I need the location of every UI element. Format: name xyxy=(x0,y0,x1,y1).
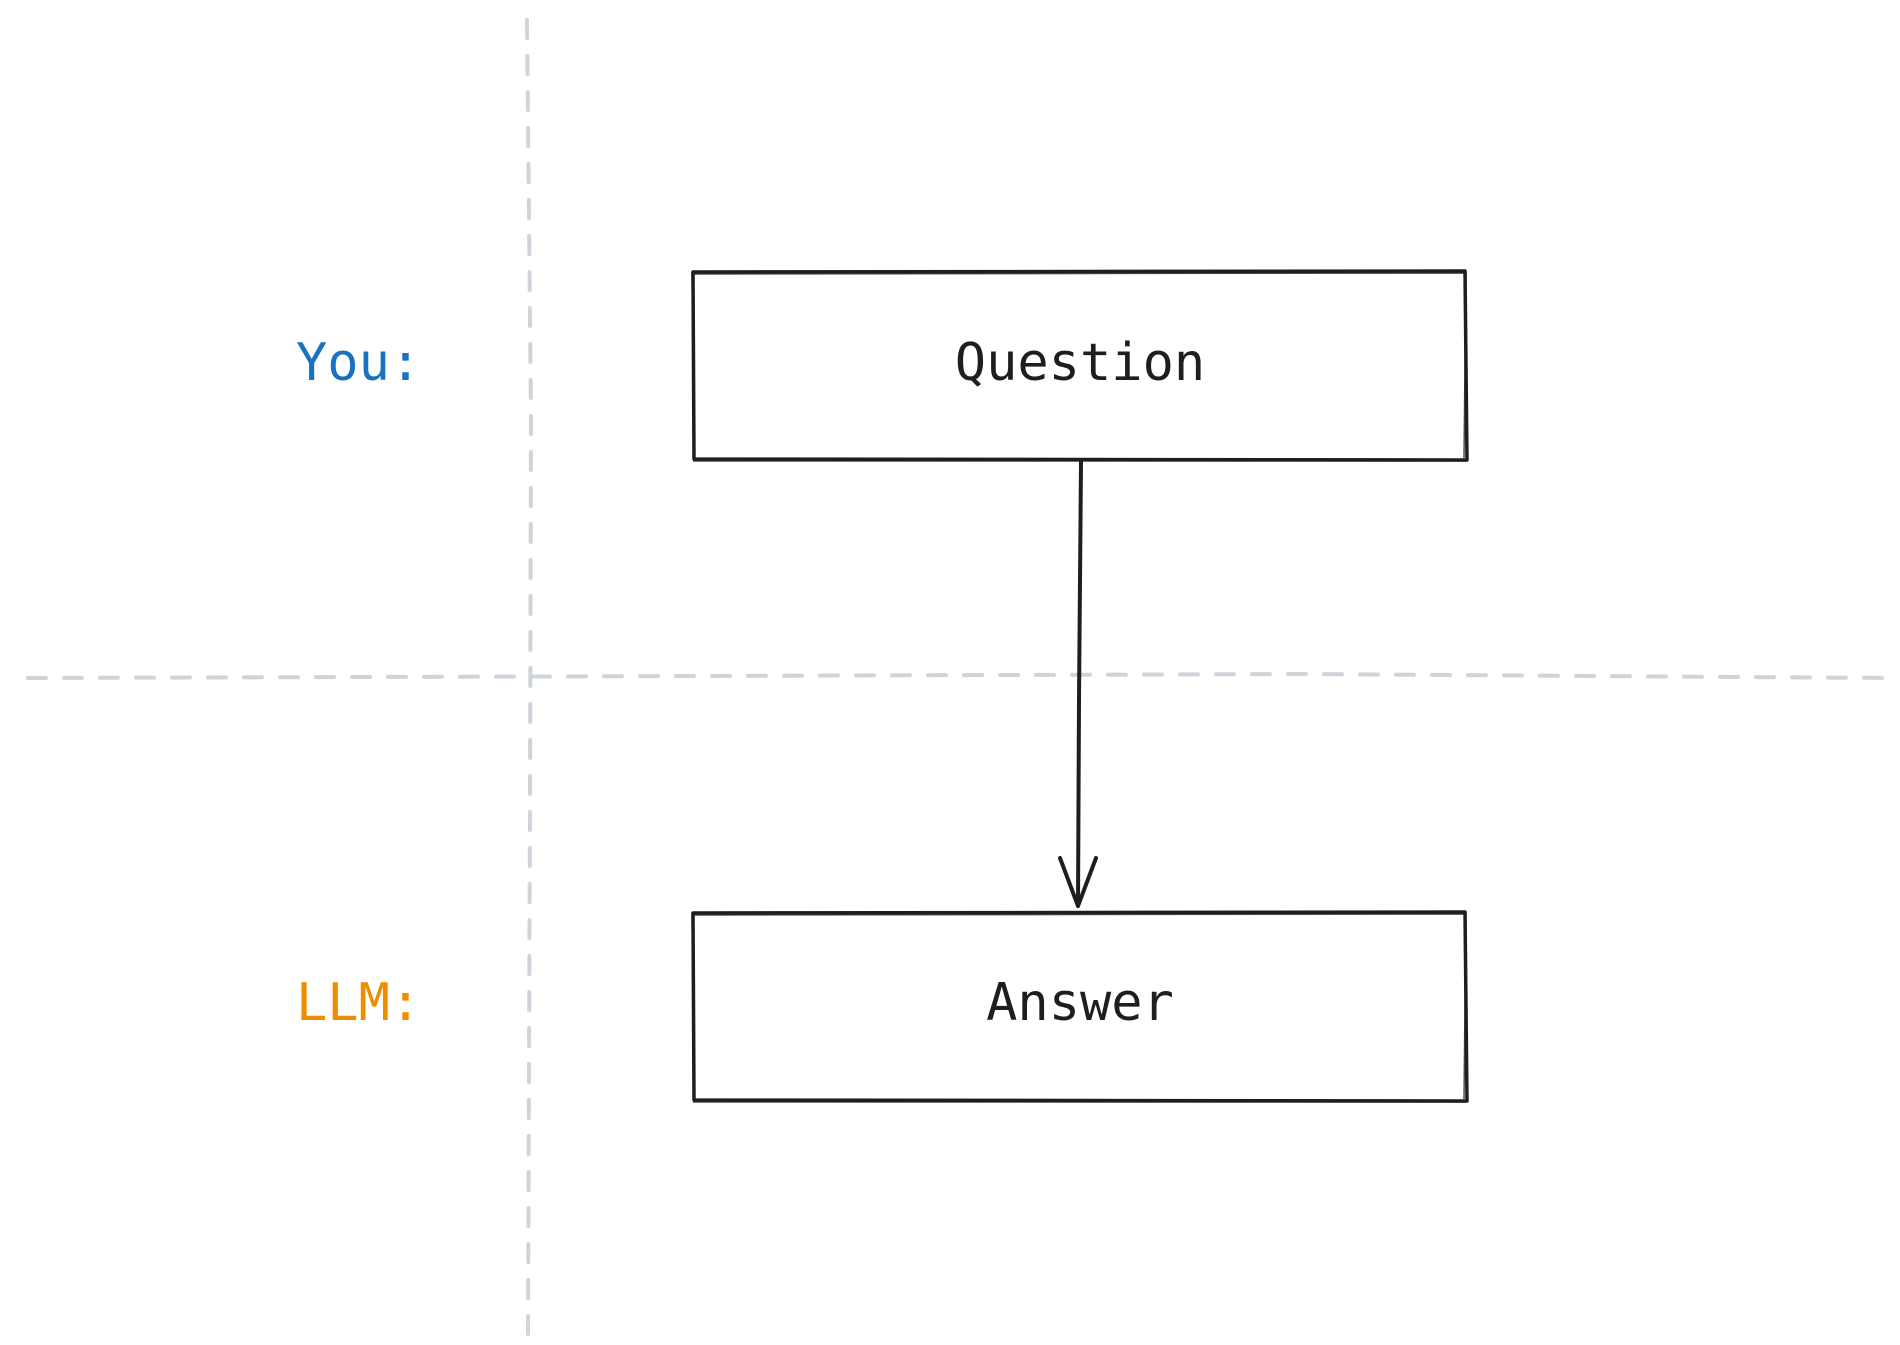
lane-label-llm: LLM: xyxy=(296,973,421,1033)
horizontal-divider xyxy=(26,671,1894,680)
arrow-head xyxy=(1058,856,1098,908)
question-node[interactable]: Question xyxy=(691,269,1469,462)
answer-box-sketch-stroke xyxy=(691,912,1467,1103)
arrow-shaft xyxy=(1076,460,1083,908)
question-label: Question xyxy=(955,333,1205,393)
question-to-answer-arrow xyxy=(1058,460,1098,908)
answer-node[interactable]: Answer xyxy=(691,910,1469,1103)
lane-dividers xyxy=(26,18,1894,1337)
lane-label-you: You: xyxy=(296,333,421,393)
answer-label: Answer xyxy=(986,973,1174,1033)
question-box-sketch-stroke xyxy=(691,271,1467,462)
vertical-divider xyxy=(525,18,534,1337)
